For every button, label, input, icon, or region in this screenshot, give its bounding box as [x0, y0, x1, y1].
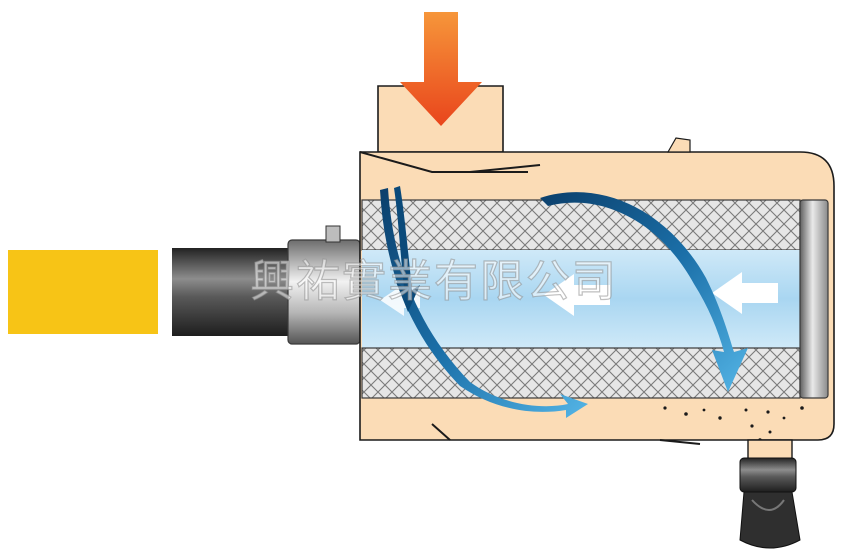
flow-arrow-icon: [544, 274, 610, 316]
inlet-arrow-icon: [400, 12, 482, 126]
outlet-pipe: [172, 248, 302, 336]
filter-media-top: [361, 199, 801, 251]
clean-air-outlet-block: [8, 250, 158, 334]
filter-end-cap: [799, 199, 829, 399]
swirl-arrow-icon: [540, 192, 748, 392]
dust-outlet-spout: [747, 439, 793, 461]
swirl-arrow-icon: [380, 186, 588, 418]
watermark: 興祐實業有限公司: [250, 256, 618, 307]
flow-arrow-icon: [712, 272, 778, 314]
dust-valve-icon: [739, 457, 801, 549]
